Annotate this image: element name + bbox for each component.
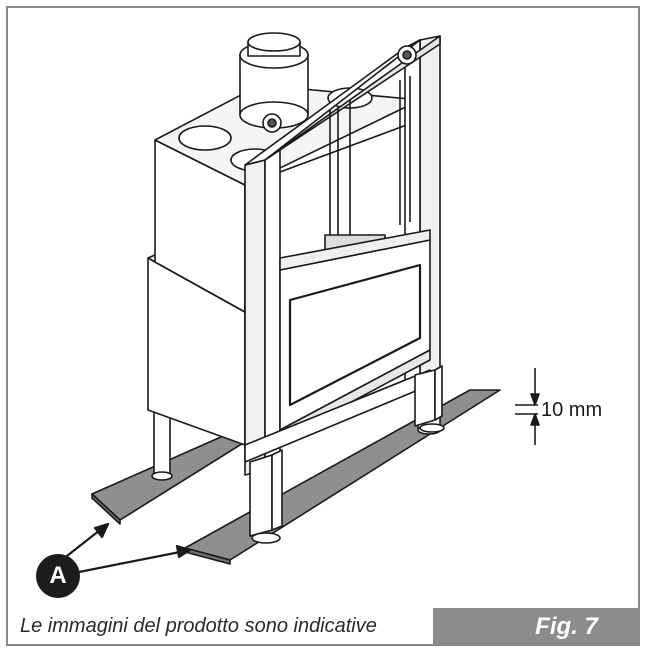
callout-letter: A [49, 562, 67, 589]
callout-badge: A [36, 554, 80, 598]
figure-number-badge: Fig. 7 [433, 608, 640, 646]
dimension-label: 10 mm [541, 399, 603, 421]
figure-caption: Le immagini del prodotto sono indicative [20, 615, 377, 637]
dimension-arrow-icon [515, 368, 540, 445]
figure-number: Fig. 7 [535, 613, 598, 640]
figure-frame [6, 6, 640, 646]
